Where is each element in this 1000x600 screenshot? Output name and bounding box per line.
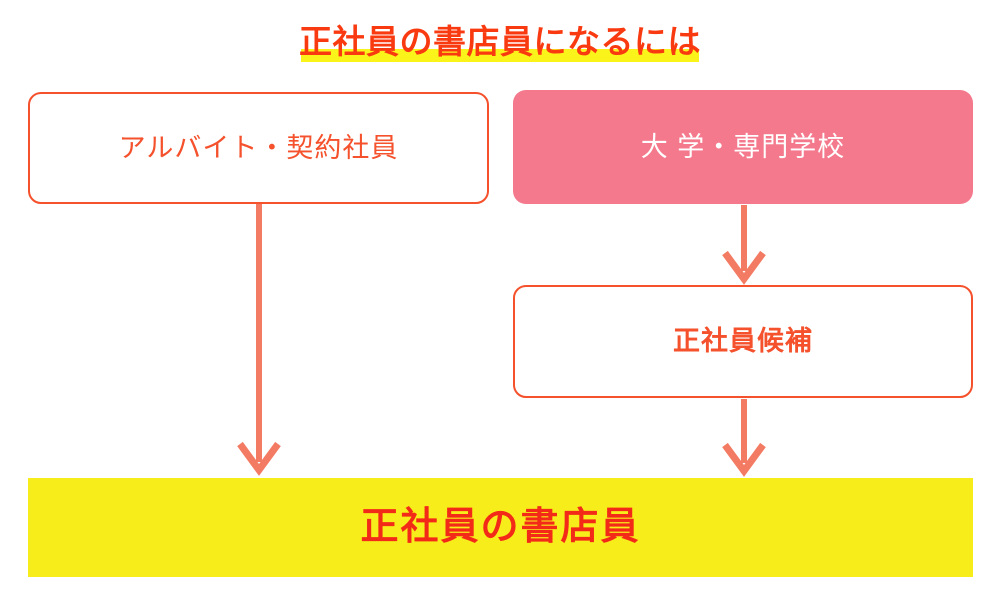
node-part-time-contract-employee: アルバイト・契約社員 — [28, 92, 489, 204]
arrow-candidate-to-goal — [719, 399, 769, 477]
diagram-title: 正社員の書店員になるには — [0, 18, 1000, 74]
node-full-time-bookstore-staff: 正社員の書店員 — [28, 478, 973, 577]
arrow-part-time-to-goal — [234, 204, 284, 476]
node-label-full-time-employee-candidate: 正社員候補 — [673, 326, 813, 357]
node-label-full-time-bookstore-staff: 正社員の書店員 — [360, 505, 641, 548]
node-full-time-employee-candidate: 正社員候補 — [513, 285, 973, 398]
node-label-university-vocational-school: 大 学・専門学校 — [640, 131, 846, 162]
arrow-university-to-candidate — [719, 205, 769, 285]
title-highlight-bar — [301, 49, 699, 62]
node-label-part-time-contract-employee: アルバイト・契約社員 — [118, 132, 399, 163]
diagram-title-text: 正社員の書店員になるには — [299, 23, 701, 60]
node-university-vocational-school: 大 学・専門学校 — [513, 90, 973, 204]
